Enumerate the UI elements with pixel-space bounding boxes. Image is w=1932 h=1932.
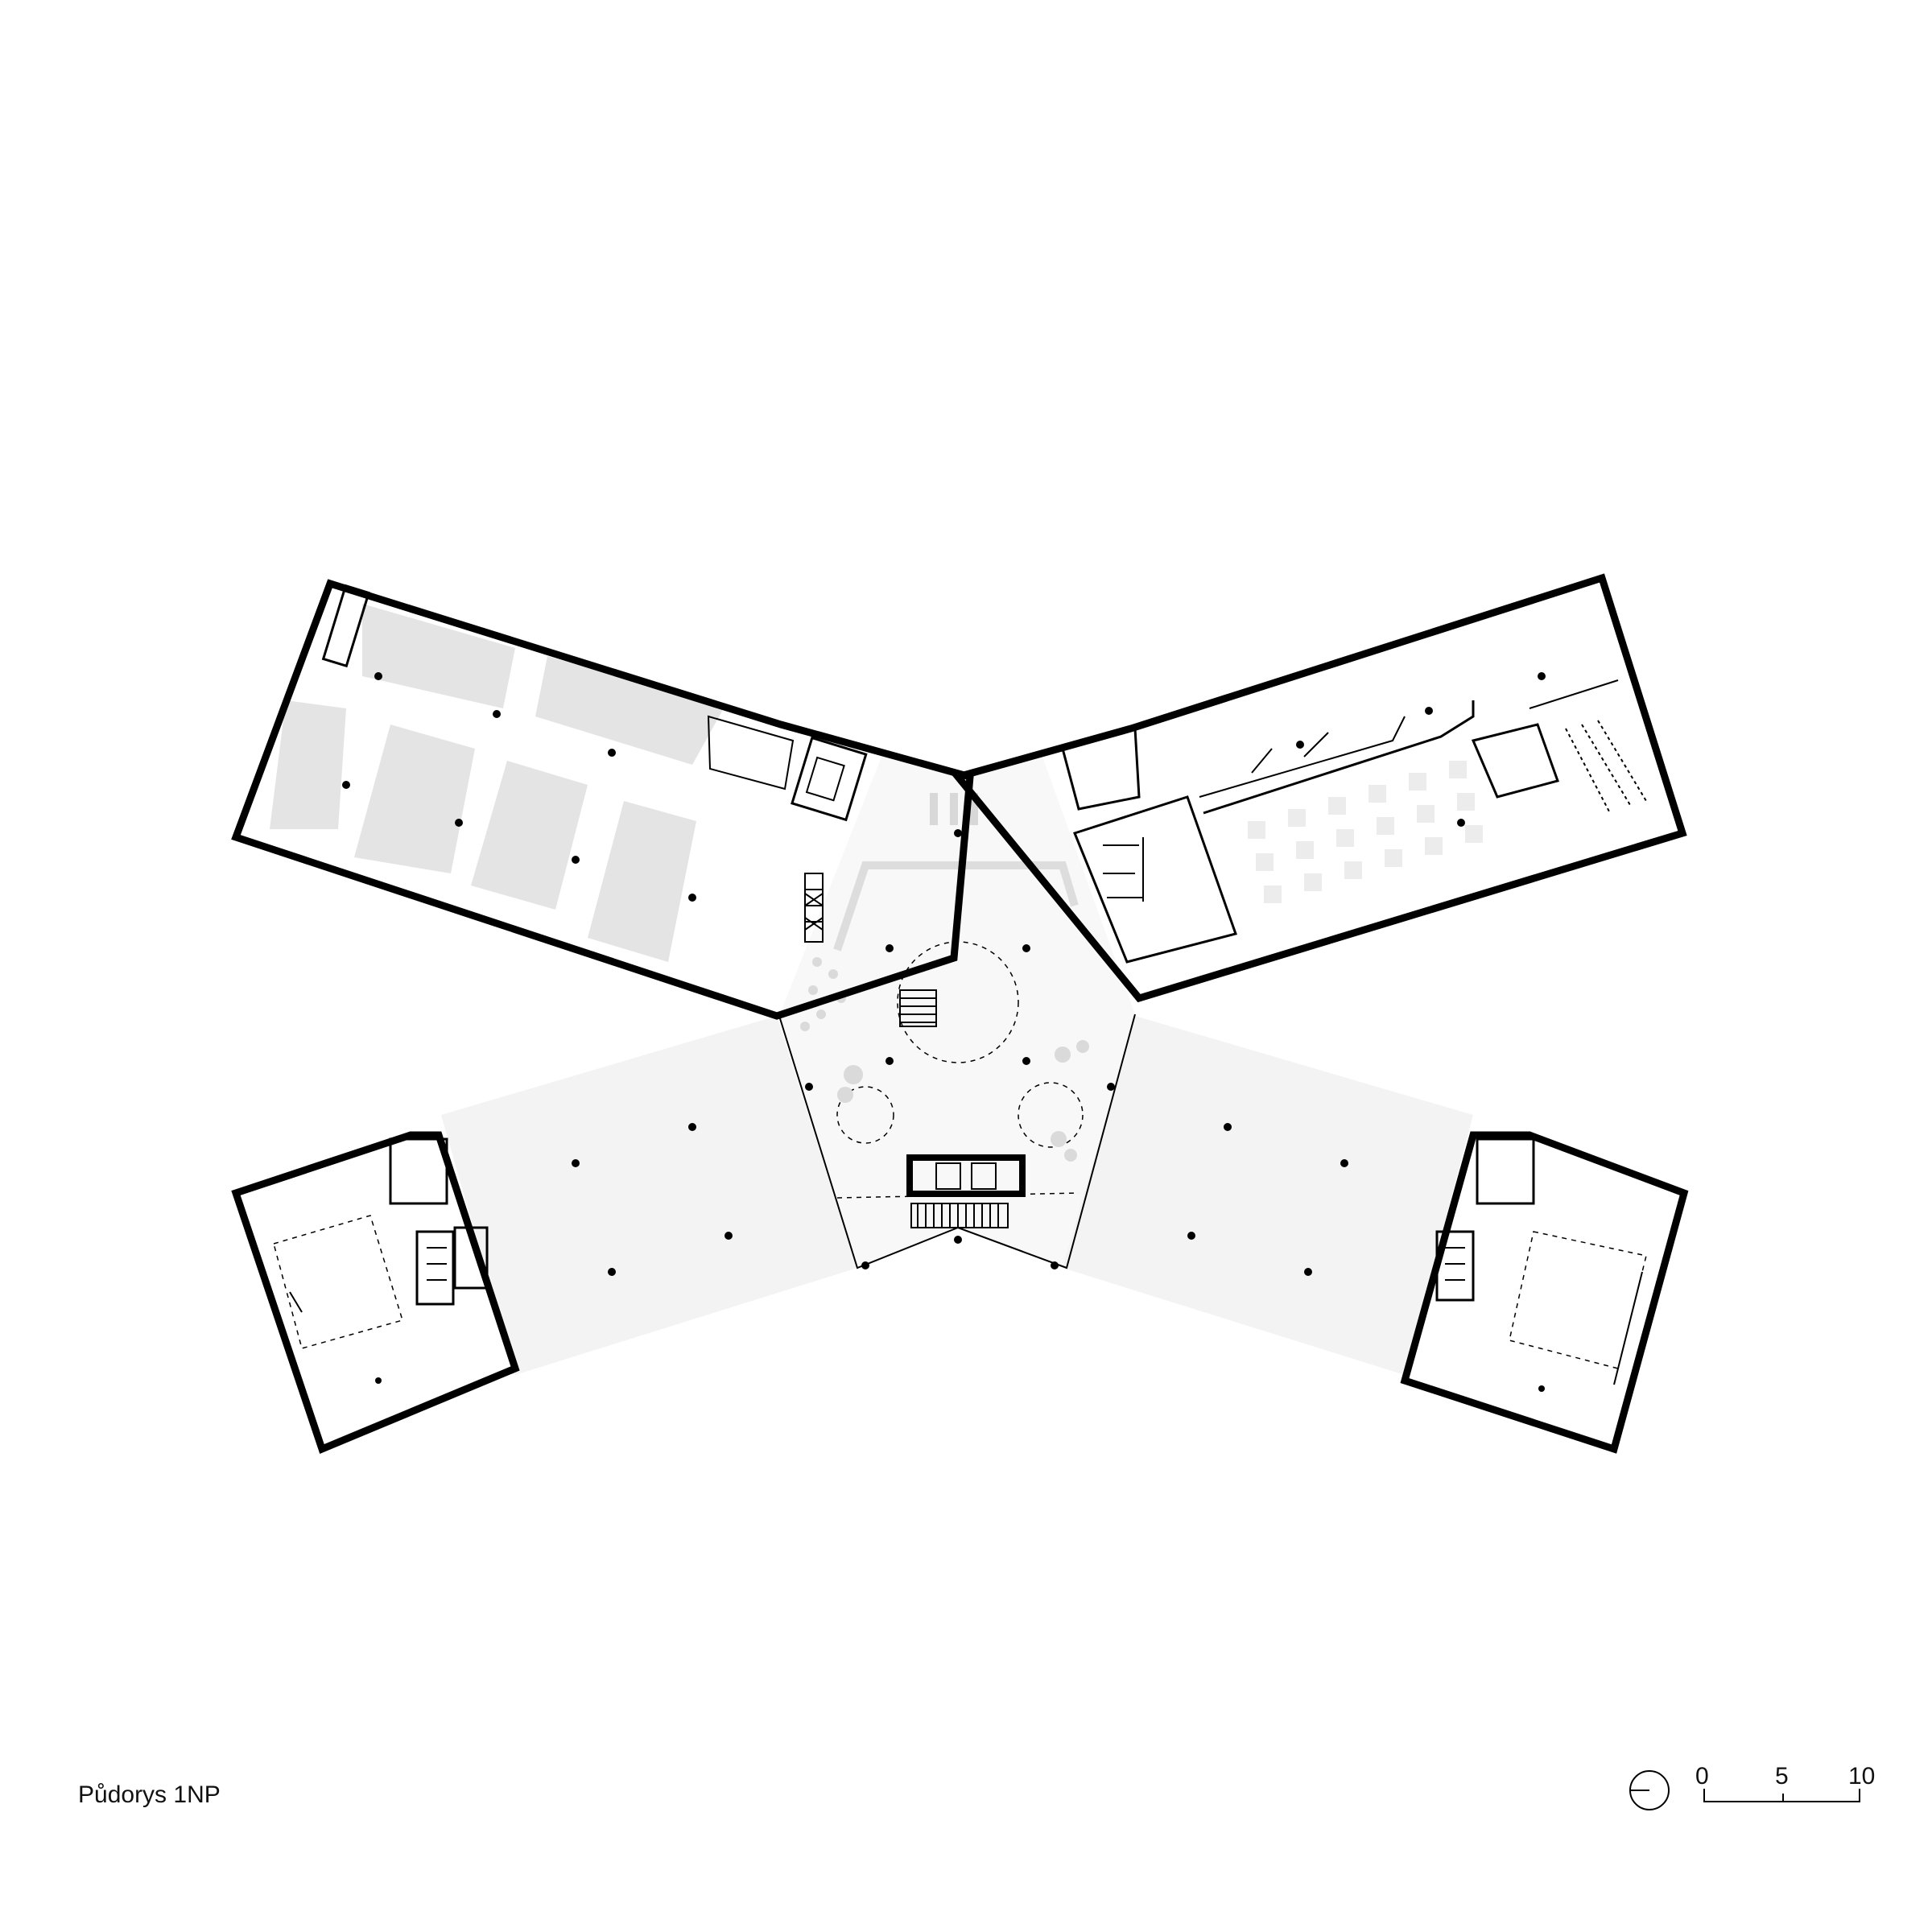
scale-label-5: 5 [1775, 1763, 1789, 1790]
pavilion-southwest [231, 1131, 520, 1455]
structural-columns [342, 672, 1546, 1392]
drawing-title: Půdorys 1NP [78, 1781, 221, 1808]
scale-label-0: 0 [1695, 1763, 1709, 1790]
scale-label-10: 10 [1848, 1763, 1876, 1790]
wing-northeast [952, 573, 1687, 1003]
covered-terrace-east [1063, 1016, 1473, 1375]
wing-northwest [231, 579, 974, 1020]
scale-bar [1703, 1789, 1860, 1802]
north-arrow-icon [1629, 1770, 1670, 1810]
pavilion-southeast [1400, 1131, 1689, 1454]
covered-terrace-west [441, 1016, 857, 1375]
